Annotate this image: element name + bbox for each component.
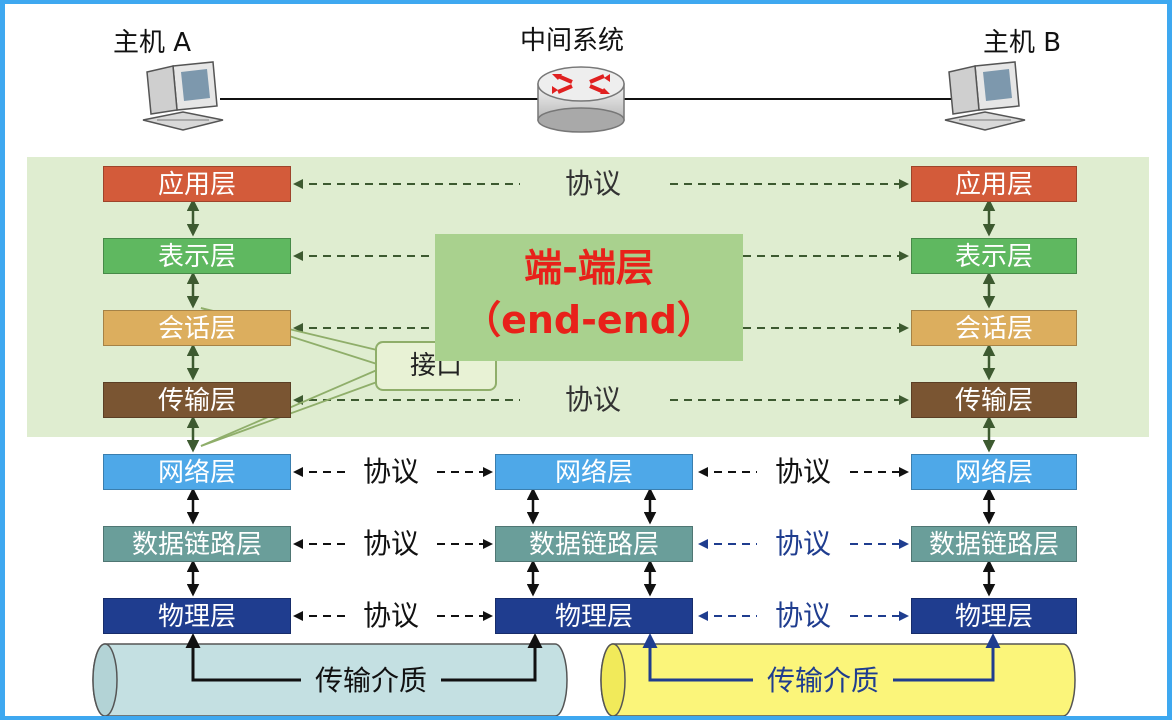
host-a-session-layer: 会话层 [103, 310, 291, 346]
host-a-datalink-layer: 数据链路层 [103, 526, 291, 562]
computer-b-icon [944, 61, 1026, 131]
host-a-network-layer: 网络层 [103, 454, 291, 490]
protocol-label-network-left: 协议 [362, 455, 420, 488]
host-b-transport-layer: 传输层 [911, 382, 1077, 418]
middle-physical-layer: 物理层 [495, 598, 693, 634]
end-end-label-box: 端-端层 （end-end） [435, 234, 743, 361]
middle-datalink-layer: 数据链路层 [495, 526, 693, 562]
protocol-label-physical-left: 协议 [362, 599, 420, 632]
protocol-label-application: 协议 [564, 167, 622, 200]
end-end-title: 端-端层 [524, 246, 654, 290]
medium-label-right: 传输介质 [753, 664, 894, 698]
host-a-application-layer: 应用层 [103, 166, 291, 202]
protocol-label-datalink-right: 协议 [774, 527, 832, 560]
router-icon [537, 66, 625, 133]
protocol-label-datalink-left: 协议 [362, 527, 420, 560]
computer-a-icon [142, 61, 224, 131]
host-b-label: 主机 B [983, 28, 1062, 58]
host-a-presentation-layer: 表示层 [103, 238, 291, 274]
medium-label-left: 传输介质 [301, 664, 442, 698]
protocol-label-network-right: 协议 [774, 455, 832, 488]
host-b-application-layer: 应用层 [911, 166, 1077, 202]
middle-network-layer: 网络层 [495, 454, 693, 490]
end-end-subtitle: （end-end） [463, 298, 715, 342]
protocol-label-transport: 协议 [564, 383, 622, 416]
host-b-presentation-layer: 表示层 [911, 238, 1077, 274]
host-a-transport-layer: 传输层 [103, 382, 291, 418]
protocol-label-physical-right: 协议 [774, 599, 832, 632]
host-b-datalink-layer: 数据链路层 [911, 526, 1077, 562]
host-a-physical-layer: 物理层 [103, 598, 291, 634]
host-b-physical-layer: 物理层 [911, 598, 1077, 634]
middle-system-label: 中间系统 [520, 26, 625, 56]
host-a-label: 主机 A [113, 28, 192, 58]
host-b-session-layer: 会话层 [911, 310, 1077, 346]
host-b-network-layer: 网络层 [911, 454, 1077, 490]
